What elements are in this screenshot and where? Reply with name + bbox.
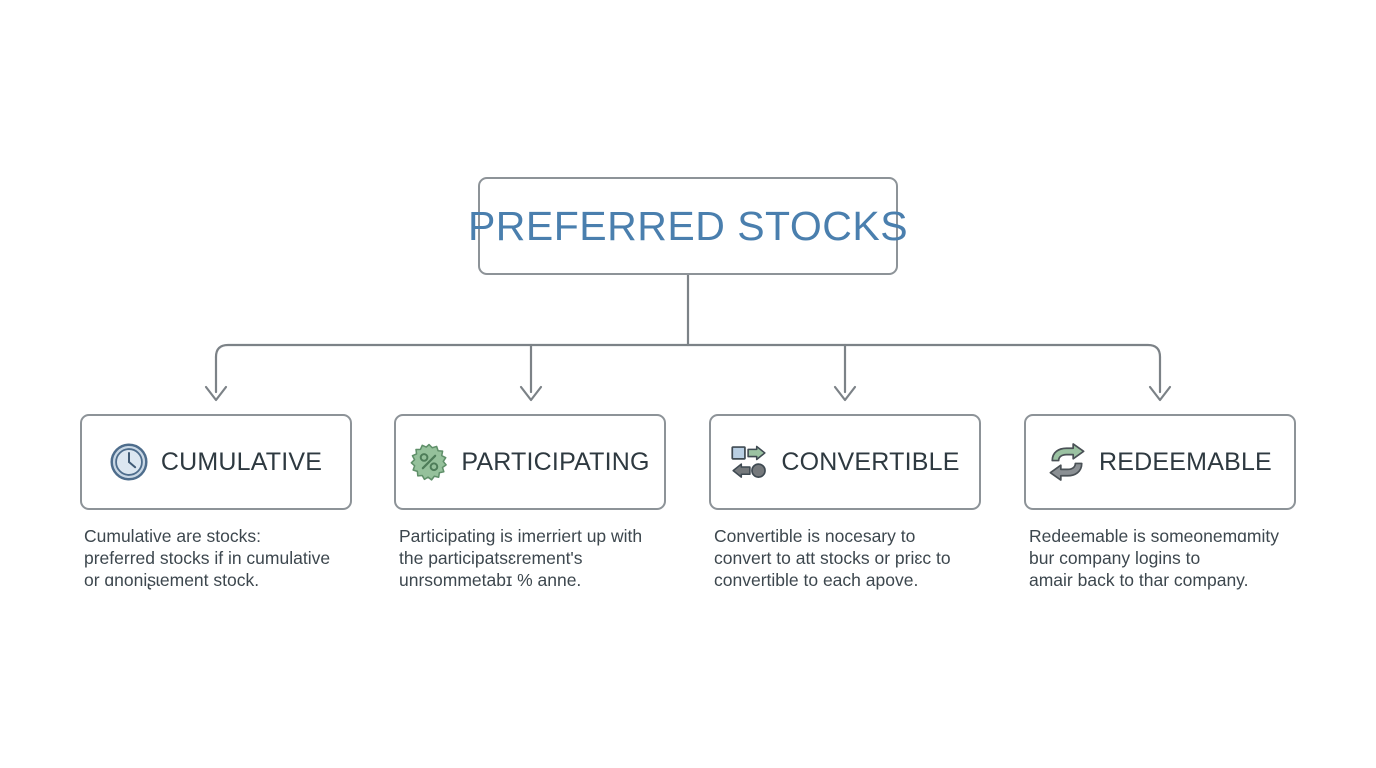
cycle-arrows-icon (1049, 443, 1085, 481)
root-node-preferred-stocks[interactable]: PREFERRED STOCKS (468, 177, 908, 275)
node-participating[interactable]: PARTICIPATING (394, 414, 666, 510)
arrowhead-participating (519, 385, 543, 402)
node-convertible[interactable]: CONVERTIBLE (709, 414, 981, 510)
root-node-label: PREFERRED STOCKS (467, 202, 909, 249)
arrowhead-convertible (833, 385, 857, 402)
caption-redeemable: Redeemable is someonemɑmity bur company … (1029, 526, 1279, 590)
arrowhead-cumulative (204, 385, 228, 402)
caption-participating: Participating is imerriert up with the p… (399, 526, 643, 590)
node-label-redeemable: REDEEMABLE (1099, 447, 1272, 476)
percent-badge-icon (410, 443, 448, 481)
clock-icon (110, 443, 148, 481)
node-label-cumulative: CUMULATIVE (160, 447, 323, 476)
connector-bus (214, 343, 1162, 359)
node-cumulative[interactable]: CUMULATIVE (80, 414, 352, 510)
exchange-arrows-icon (731, 445, 767, 478)
node-label-participating: PARTICIPATING (461, 447, 650, 476)
caption-convertible: Convertible is nocesary to convert to at… (714, 526, 951, 590)
node-redeemable[interactable]: REDEEMABLE (1024, 414, 1296, 510)
arrowhead-redeemable (1148, 385, 1172, 402)
caption-cumulative: Cumulative are stocks: preferred stocks … (84, 526, 331, 590)
node-label-convertible: CONVERTIBLE (781, 447, 960, 476)
